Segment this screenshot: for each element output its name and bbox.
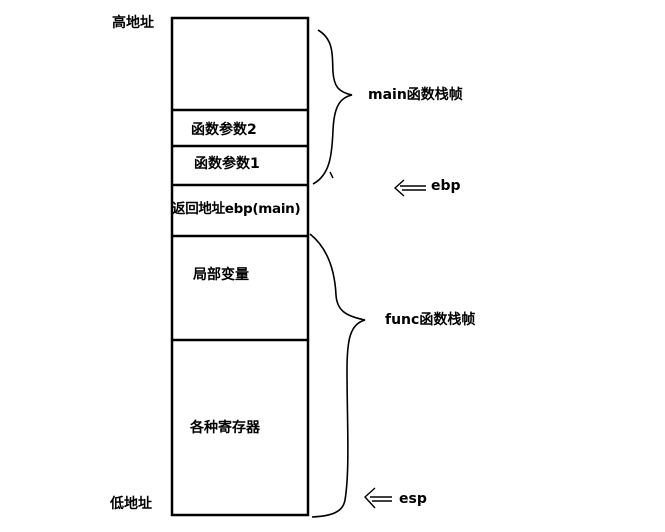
main-brace-tick [329, 171, 334, 179]
stack-cell-ret-ebp: 返回地址ebp(main) [172, 201, 301, 217]
func-frame-label: func函数栈帧 [385, 312, 476, 328]
high-address-label: 高地址 [112, 15, 154, 31]
stack-cell-registers: 各种寄存器 [190, 420, 260, 436]
stack-cell-locals: 局部变量 [193, 267, 249, 283]
low-address-label: 低地址 [110, 496, 152, 512]
stack-cell-arg2: 函数参数2 [191, 122, 257, 138]
main-frame-brace [312, 29, 353, 185]
stack-cell-arg1: 函数参数1 [194, 156, 260, 172]
func-frame-brace [309, 233, 366, 518]
ebp-pointer-label: ebp [431, 178, 461, 194]
stack-outline [170, 16, 310, 517]
ebp-arrow-icon [393, 179, 426, 197]
esp-arrow-icon [364, 487, 392, 509]
main-frame-label: main函数栈帧 [368, 87, 463, 103]
esp-pointer-label: esp [399, 491, 427, 507]
